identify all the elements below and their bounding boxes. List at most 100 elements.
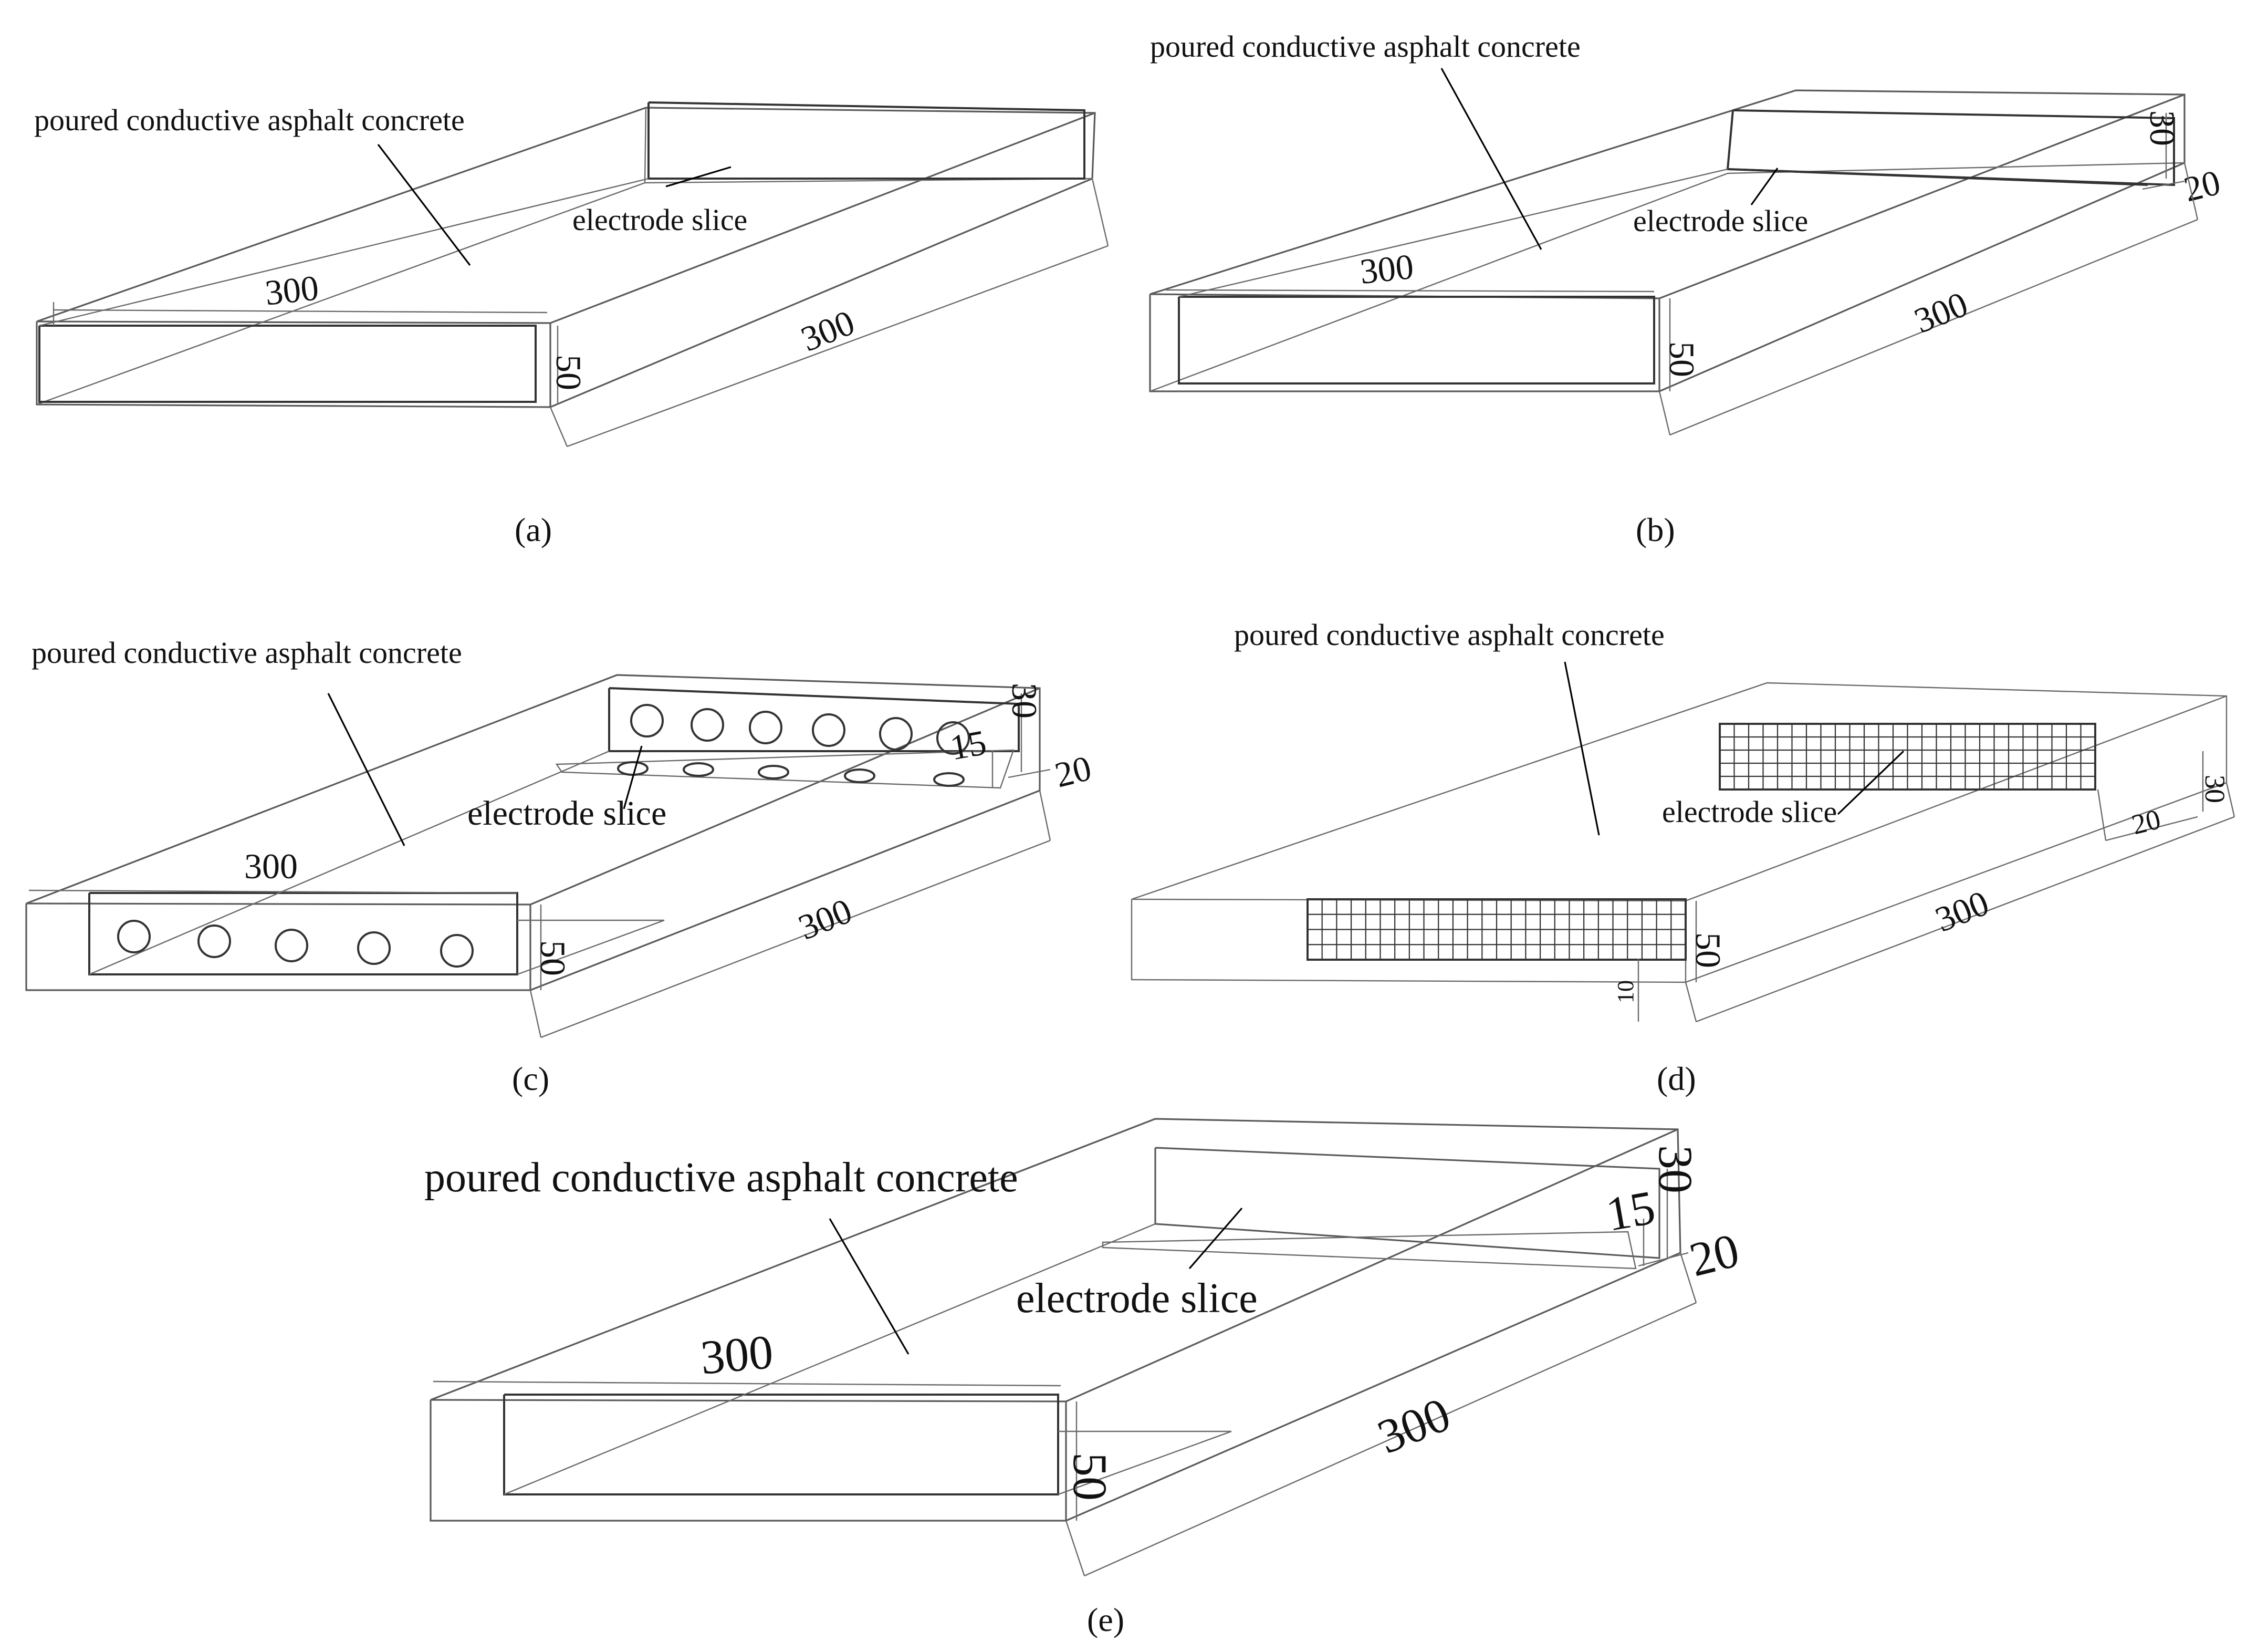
panel-d-electrode-label: electrode slice	[1662, 795, 1837, 829]
panel-b-height-dimension: 50	[1662, 298, 1702, 391]
panel-d-length-value: 300	[1930, 882, 1994, 940]
panel-d-electrode-height-value: 30	[2199, 775, 2231, 803]
panel-a-length-value: 300	[796, 302, 860, 359]
panel-d-caption: (d)	[1657, 1060, 1696, 1097]
panel-c-width-dimension: 300	[28, 846, 518, 894]
panel-c-hole	[812, 713, 845, 747]
panel-b-width-dimension: 300	[1165, 246, 1655, 293]
panel-d-back-mesh	[1719, 723, 2096, 791]
panel-e-electrode-leader	[1188, 1207, 1243, 1270]
panel-e-electrode-inner-value: 15	[1602, 1180, 1659, 1241]
panel-c-height-dimension: 50	[533, 905, 573, 990]
panel-b-caption: (b)	[1636, 511, 1675, 548]
panel-c-material-leader	[327, 693, 405, 846]
panel-e-material-leader	[829, 1218, 910, 1355]
panel-d-bottom-offset-dimension: 10	[1613, 959, 1639, 1022]
panel-a-electrode-label: electrode slice	[572, 203, 747, 237]
panel-c-electrode-height-dimension: 30	[1005, 683, 1044, 772]
panel-c-hole	[440, 934, 474, 968]
panel-c-hole	[630, 704, 664, 737]
panel-c-hole	[749, 711, 782, 744]
panel-c-hole	[691, 708, 724, 742]
panel-c-hole	[275, 929, 308, 962]
panel-a-electrode-leader	[665, 166, 731, 188]
panel-c-electrode-depth-value: 20	[1051, 747, 1095, 795]
panel-c-width-value: 300	[244, 846, 298, 886]
panel-c-electrode-slice	[88, 687, 1020, 975]
panel-a-electrode-slice	[38, 101, 1085, 403]
panel-d: poured conductive asphalt concrete elect…	[1131, 618, 2235, 1097]
panel-e-electrode-depth-value: 20	[1685, 1223, 1744, 1286]
panel-b-electrode-depth-dimension: 20	[2142, 162, 2224, 210]
panel-c-electrode-inner-value: 15	[947, 722, 989, 768]
panel-b-electrode-height-dimension: 30	[2142, 110, 2182, 179]
panel-e-electrode-height-value: 30	[1649, 1145, 1702, 1193]
panel-b-width-value: 300	[1358, 246, 1415, 292]
panel-c-height-value: 50	[533, 940, 573, 976]
panel-e-height-value: 50	[1063, 1452, 1117, 1501]
panel-c-length-value: 300	[793, 890, 858, 948]
panel-b-electrode-leader	[1750, 168, 1779, 205]
panel-e-width-dimension: 300	[433, 1325, 1061, 1387]
panel-c-hole	[844, 768, 875, 783]
panel-e: poured conductive asphalt concrete elect…	[424, 1118, 1744, 1638]
panel-d-front-mesh-grid	[1308, 899, 1686, 960]
panel-b-height-value: 50	[1662, 341, 1702, 377]
panel-c: poured conductive asphalt concrete elect…	[25, 636, 1095, 1097]
panel-a-width-value: 300	[263, 267, 320, 313]
panel-c-electrode-label: electrode slice	[467, 794, 666, 833]
panel-b-electrode-slice	[1178, 109, 2175, 385]
panel-c-hole	[683, 762, 714, 777]
panel-a-height-value: 50	[549, 355, 589, 390]
panel-c-hole	[758, 765, 789, 780]
panel-e-length-value: 300	[1370, 1387, 1457, 1464]
panel-b-length-value: 300	[1909, 284, 1973, 341]
panel-b-material-leader	[1440, 68, 1542, 250]
panel-c-hole	[933, 772, 965, 787]
panel-e-caption: (e)	[1087, 1601, 1124, 1638]
panel-c-slab	[25, 674, 1041, 991]
panel-c-material-label: poured conductive asphalt concrete	[32, 636, 462, 670]
panel-d-electrode-depth-value: 20	[2128, 803, 2164, 840]
panel-c-hole	[197, 924, 231, 958]
panel-d-back-mesh-grid	[1720, 724, 2095, 789]
panel-d-electrode-leader	[1837, 750, 1905, 815]
panel-a-width-dimension: 300	[53, 267, 548, 326]
panel-e-height-dimension: 50	[1063, 1401, 1117, 1521]
panel-e-electrode-inner-dimension: 15	[1602, 1180, 1659, 1266]
panel-c-caption: (c)	[512, 1060, 549, 1097]
panel-c-electrode-height-value: 30	[1005, 683, 1044, 719]
panel-d-electrode-depth-dimension: 20	[2097, 789, 2198, 841]
panel-b-electrode-height-value: 30	[2142, 110, 2182, 146]
panel-d-electrode-height-dimension: 30	[2199, 751, 2231, 812]
panel-a-caption: (a)	[515, 511, 552, 548]
panel-a-material-label: poured conductive asphalt concrete	[34, 103, 465, 137]
panel-b-electrode-label: electrode slice	[1633, 204, 1808, 238]
panel-d-material-label: poured conductive asphalt concrete	[1234, 618, 1665, 652]
panel-a-height-dimension: 50	[549, 326, 589, 404]
panel-d-slab	[1131, 682, 2228, 983]
panel-e-electrode-slice	[503, 1147, 1660, 1495]
panel-d-height-value: 50	[1688, 932, 1728, 968]
panel-a: poured conductive asphalt concrete elect…	[34, 101, 1109, 548]
panel-c-hole	[617, 761, 649, 776]
panel-e-electrode-height-dimension: 30	[1649, 1145, 1702, 1258]
panel-e-electrode-label: electrode slice	[1016, 1275, 1258, 1322]
panel-c-hole	[879, 717, 913, 751]
panel-d-height-dimension: 50	[1688, 901, 1728, 982]
panel-c-electrode-inner-dimension: 15	[947, 722, 994, 788]
panel-c-hole	[936, 721, 970, 755]
panel-d-bottom-offset-value: 10	[1613, 980, 1638, 1003]
panel-c-hole	[117, 920, 151, 953]
panel-b: poured conductive asphalt concrete elect…	[1149, 29, 2224, 548]
panel-a-material-leader	[377, 144, 471, 266]
panel-c-electrode-holes	[117, 704, 970, 968]
panel-c-electrode-leader	[623, 745, 643, 809]
panel-d-front-mesh	[1307, 898, 1687, 961]
panel-d-material-leader	[1564, 661, 1600, 836]
panel-e-width-value: 300	[698, 1325, 775, 1385]
panel-b-material-label: poured conductive asphalt concrete	[1150, 29, 1581, 64]
panel-e-material-label: poured conductive asphalt concrete	[424, 1155, 1018, 1201]
panel-c-hole	[357, 931, 391, 965]
